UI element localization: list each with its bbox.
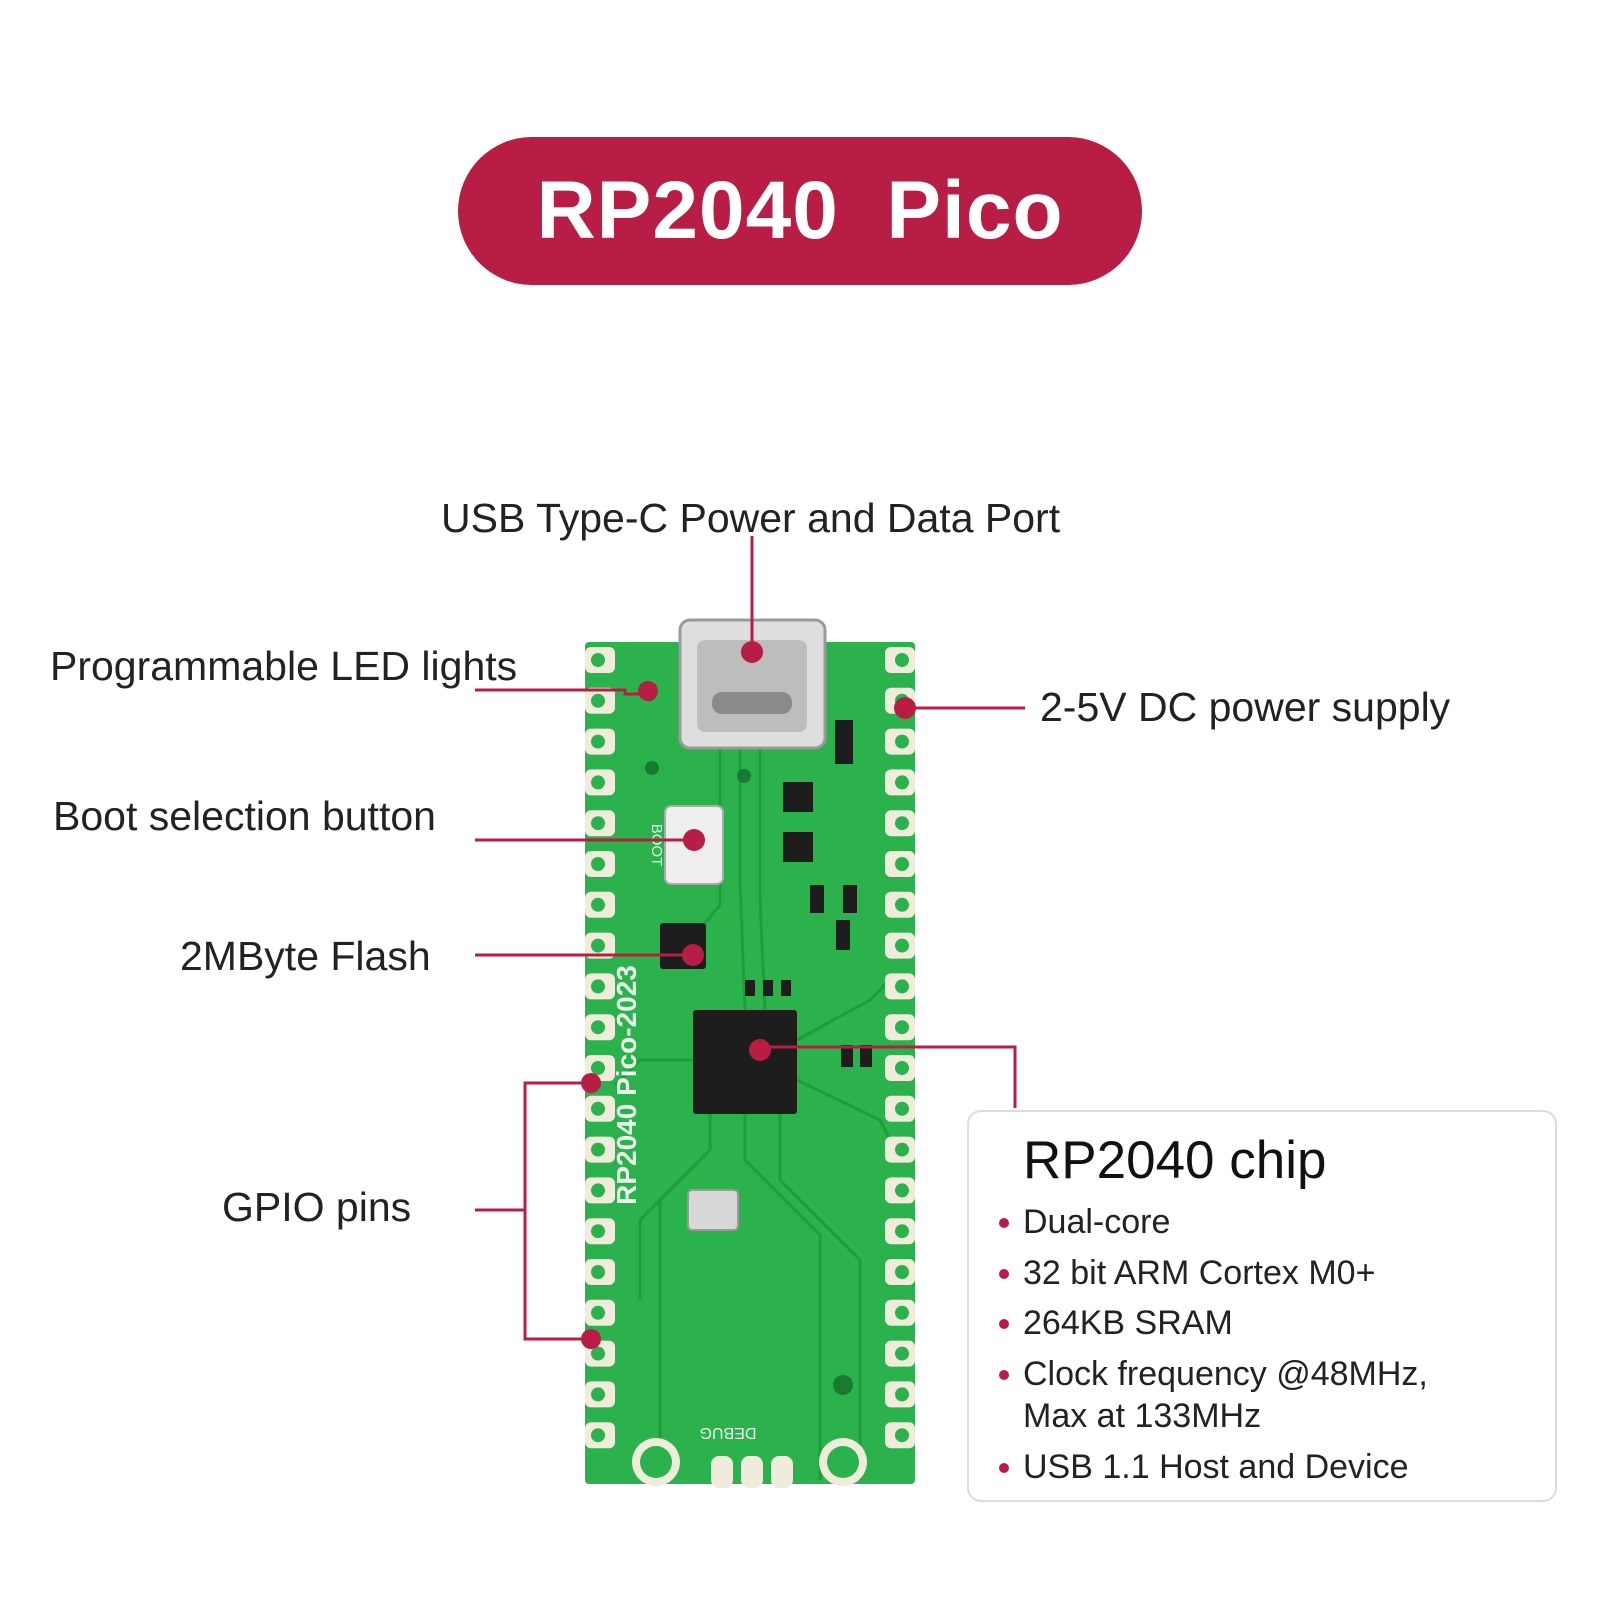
pad-hole bbox=[895, 1020, 909, 1035]
pad-hole bbox=[591, 1305, 605, 1320]
pad-hole bbox=[895, 775, 909, 790]
debug-pad bbox=[741, 1456, 763, 1488]
page-title: RP2040 Pico bbox=[536, 165, 1064, 256]
bullet-icon bbox=[999, 1319, 1009, 1329]
pad-hole bbox=[591, 1428, 605, 1443]
marker-dots bbox=[581, 641, 916, 1349]
pad-hole bbox=[591, 1142, 605, 1157]
debug-silkscreen: DEBUG bbox=[700, 1424, 757, 1441]
pad-hole bbox=[591, 693, 605, 708]
boot-silkscreen: BOOT bbox=[648, 824, 665, 867]
pad-hole bbox=[591, 1387, 605, 1402]
feature-item: Dual-core bbox=[999, 1201, 1529, 1244]
pcb-traces bbox=[613, 748, 892, 1480]
pad-hole bbox=[895, 1183, 909, 1198]
mounting-hole-inner bbox=[827, 1446, 859, 1478]
pad-hole bbox=[895, 1346, 909, 1361]
pcb-trace bbox=[703, 748, 722, 924]
marker-flash bbox=[682, 944, 704, 966]
marker-gpio-top bbox=[581, 1073, 601, 1093]
pad-hole bbox=[591, 1061, 605, 1075]
callout-flash: 2MByte Flash bbox=[180, 933, 431, 979]
pad-hole bbox=[591, 653, 605, 667]
feature-item: 264KB SRAM bbox=[999, 1302, 1529, 1345]
smd-components bbox=[745, 720, 872, 1067]
pad-hole bbox=[895, 734, 909, 749]
bullet-icon bbox=[999, 1268, 1009, 1279]
pcb-trace bbox=[743, 1114, 822, 1480]
chip-info-box: RP2040 chip Dual-core 32 bit ARM Cortex … bbox=[967, 1110, 1557, 1502]
test-point bbox=[645, 761, 659, 775]
pad-hole bbox=[591, 1224, 605, 1239]
board-silkscreen: RP2040 Pico-2023 bbox=[611, 965, 642, 1205]
leader-lines bbox=[475, 536, 1025, 1341]
pcb-trace bbox=[778, 1114, 862, 1480]
test-point bbox=[833, 1375, 853, 1395]
pad-hole bbox=[895, 1387, 909, 1402]
callout-boot-button: Boot selection button bbox=[53, 793, 436, 839]
usb-c-opening bbox=[712, 692, 792, 714]
mounting-hole-inner bbox=[640, 1446, 672, 1478]
pcb-trace bbox=[738, 748, 747, 1011]
pcb-trace bbox=[758, 748, 767, 1011]
rp2040-chip bbox=[693, 1010, 797, 1114]
test-point bbox=[737, 769, 751, 783]
pad-hole bbox=[591, 1346, 605, 1361]
pad-hole bbox=[895, 1061, 909, 1075]
pad-hole bbox=[591, 1265, 605, 1279]
pad-hole bbox=[591, 775, 605, 790]
pcb-trace bbox=[658, 1158, 702, 1440]
pad-hole bbox=[591, 816, 605, 831]
pad-hole bbox=[895, 857, 909, 871]
pad-hole bbox=[895, 653, 909, 667]
bullet-icon bbox=[999, 1369, 1009, 1380]
bullet-icon bbox=[999, 1462, 1009, 1473]
pad-hole bbox=[895, 1428, 909, 1443]
bullet-icon bbox=[999, 1218, 1009, 1228]
pad-hole bbox=[895, 816, 909, 831]
pad-hole bbox=[591, 938, 605, 953]
debug-pad bbox=[771, 1456, 793, 1488]
pad-hole bbox=[591, 857, 605, 871]
feature-item: 32 bit ARM Cortex M0+ bbox=[999, 1252, 1529, 1295]
marker-usb bbox=[741, 641, 763, 663]
marker-boot bbox=[683, 829, 705, 851]
feature-item: USB 1.1 Host and Device bbox=[999, 1446, 1529, 1489]
pad-hole bbox=[895, 938, 909, 953]
chip-feature-list: Dual-core 32 bit ARM Cortex M0+ 264KB SR… bbox=[999, 1201, 1529, 1489]
title-banner: RP2040 Pico bbox=[458, 137, 1142, 285]
pad-hole bbox=[591, 1020, 605, 1035]
pad-hole bbox=[591, 734, 605, 749]
pcb-trace bbox=[796, 1078, 892, 1141]
pad-hole bbox=[895, 1142, 909, 1157]
marker-chip bbox=[749, 1039, 771, 1061]
pad-hole bbox=[895, 1265, 909, 1279]
callout-usb-port: USB Type-C Power and Data Port bbox=[441, 495, 1061, 541]
crystal bbox=[687, 1189, 739, 1231]
pad-hole bbox=[591, 897, 605, 912]
gpio-pads bbox=[585, 647, 915, 1488]
marker-power bbox=[894, 697, 916, 719]
pico-board: BOOT RP2040 Pico-2023 DEBUG bbox=[585, 618, 915, 1488]
feature-item: Clock frequency @48MHz, Max at 133MHz bbox=[999, 1353, 1529, 1438]
pad-hole bbox=[895, 897, 909, 912]
debug-pad bbox=[711, 1456, 733, 1488]
marker-led bbox=[638, 681, 658, 701]
callout-gpio-pins: GPIO pins bbox=[222, 1184, 412, 1230]
pad-hole bbox=[591, 979, 605, 994]
pad-hole bbox=[895, 1305, 909, 1320]
pad-hole bbox=[591, 1183, 605, 1198]
marker-gpio-bottom bbox=[581, 1329, 601, 1349]
pcb-trace bbox=[796, 978, 892, 1042]
pad-hole bbox=[895, 1101, 909, 1116]
callout-power-supply: 2-5V DC power supply bbox=[1040, 684, 1451, 730]
callout-led-lights: Programmable LED lights bbox=[50, 643, 518, 689]
pad-hole bbox=[895, 979, 909, 994]
pcb-trace bbox=[613, 1058, 693, 1087]
pad-hole bbox=[895, 1224, 909, 1239]
pad-hole bbox=[591, 1101, 605, 1116]
chip-info-title: RP2040 chip bbox=[1023, 1131, 1327, 1190]
